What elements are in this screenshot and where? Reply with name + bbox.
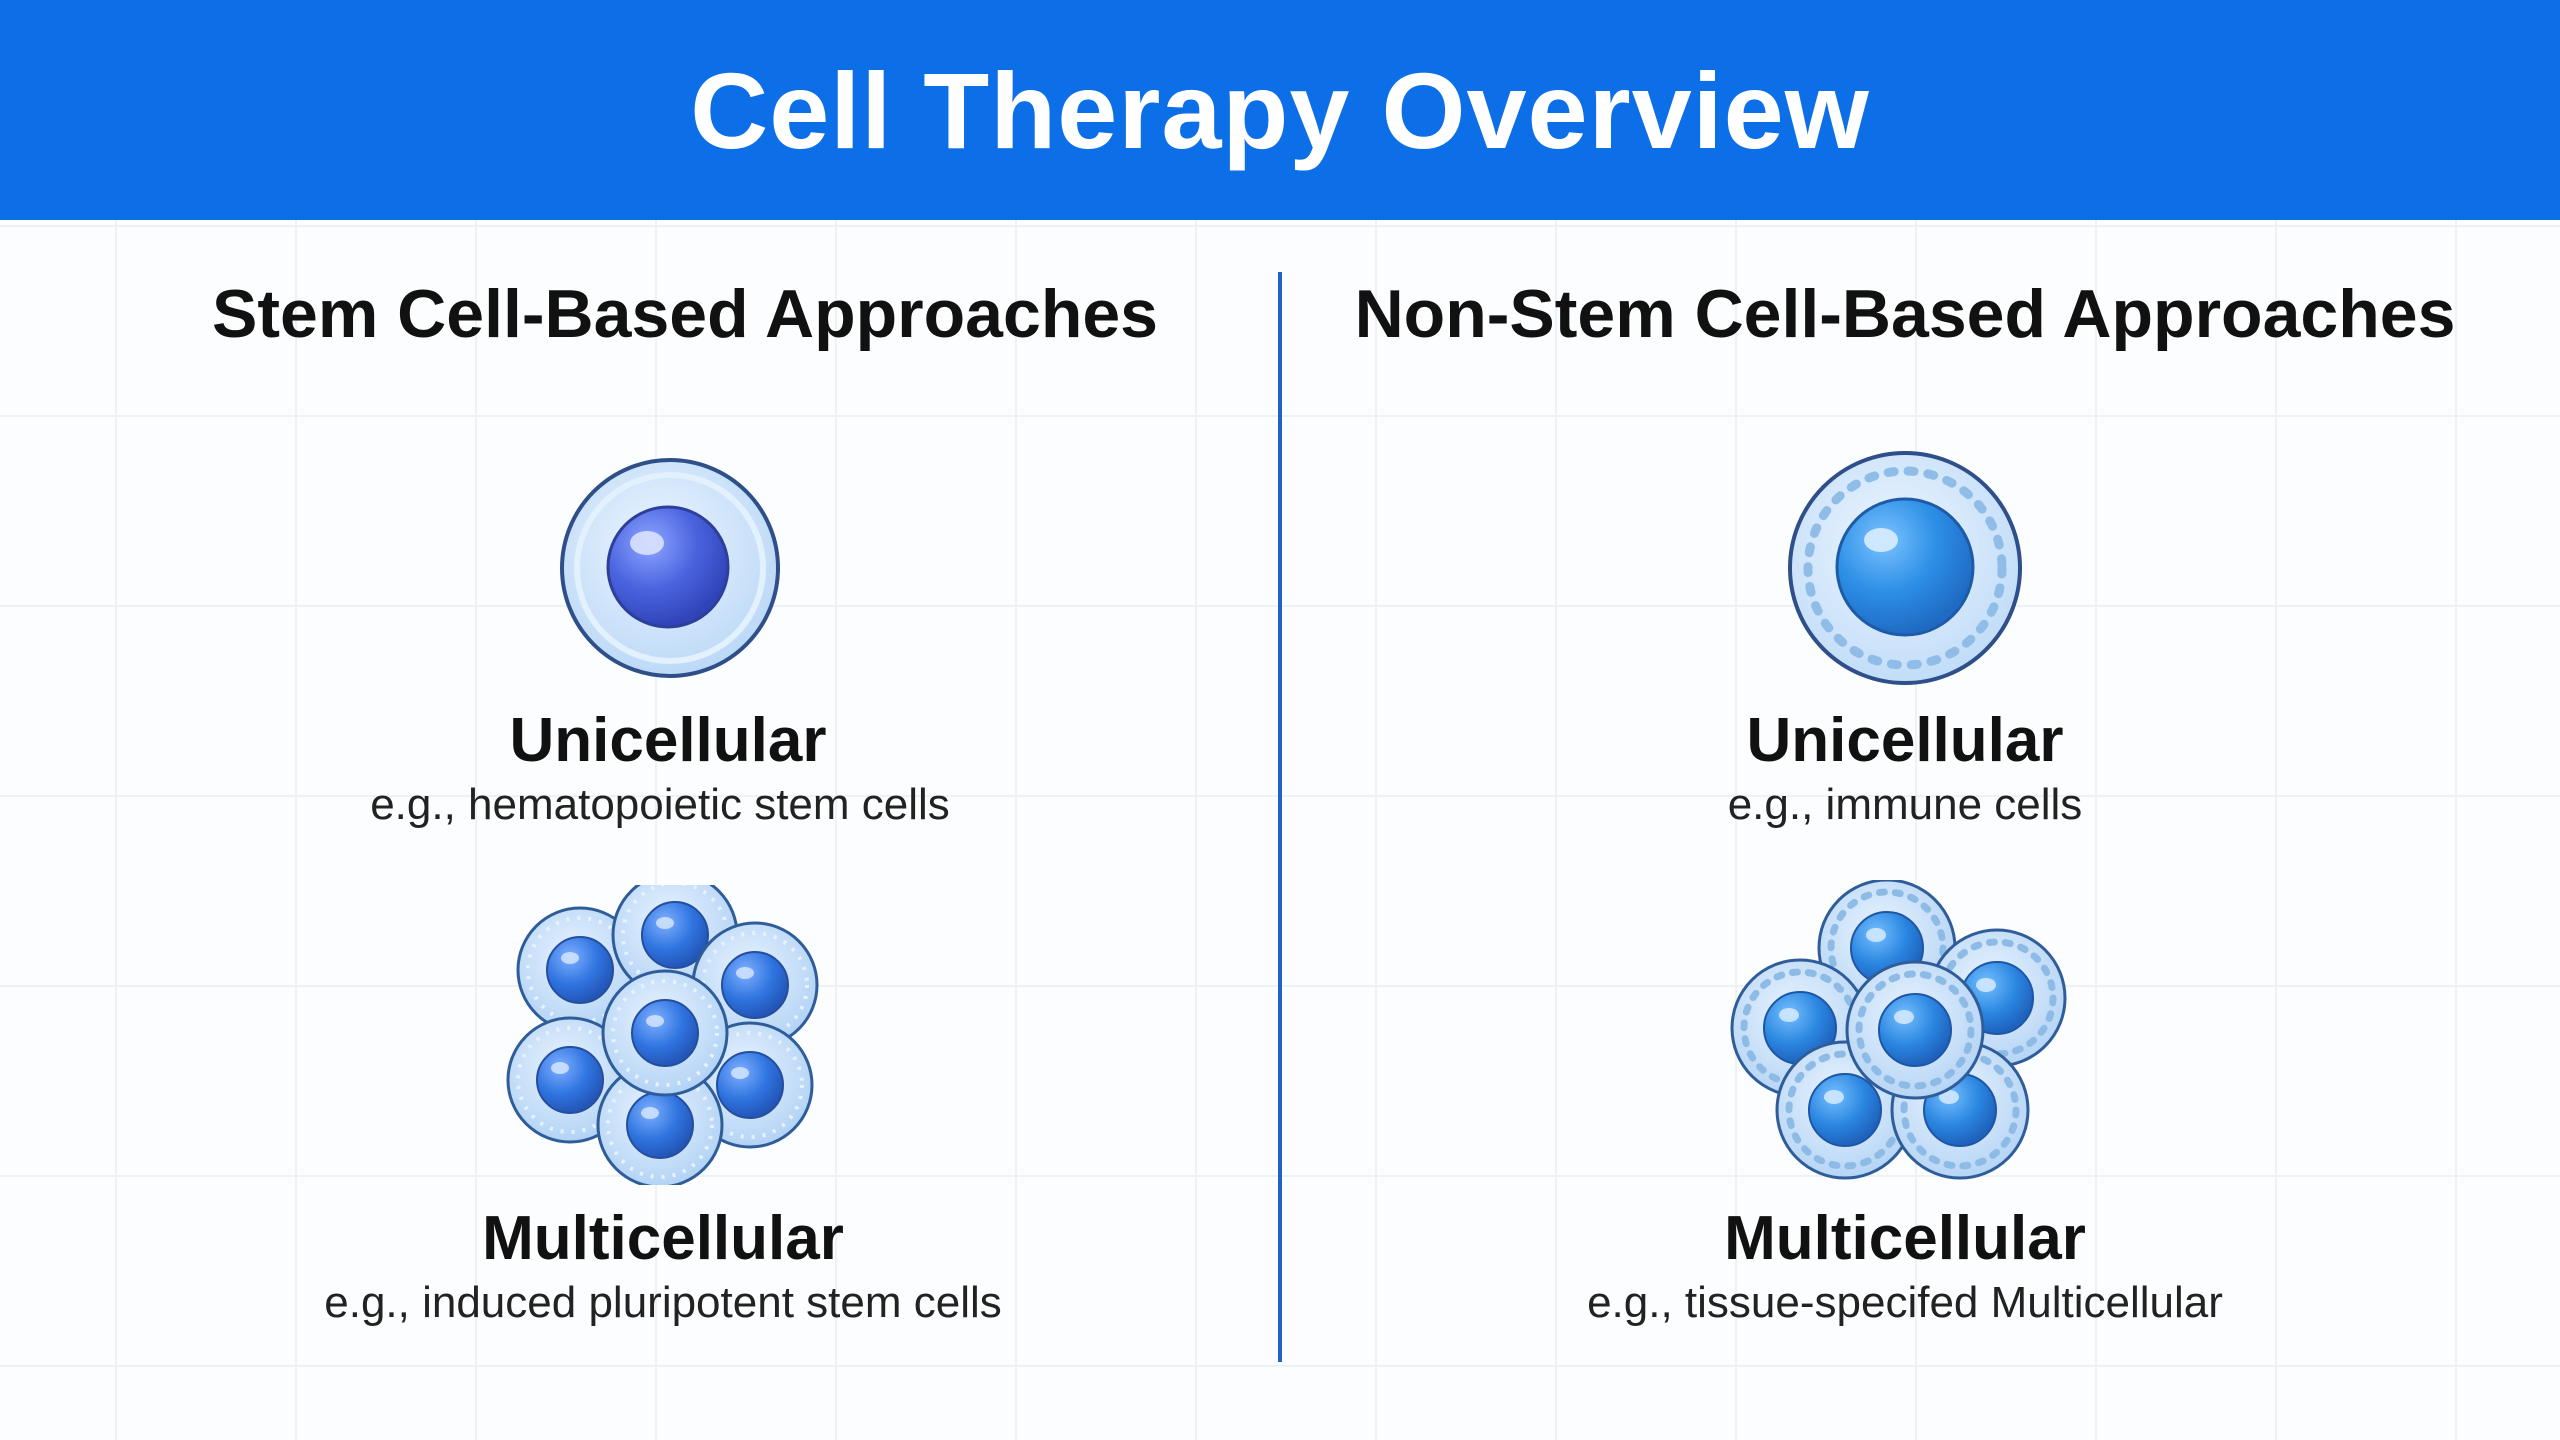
non-stem-unicellular-cell-icon xyxy=(1788,451,2022,685)
stem-multicellular-cluster-icon xyxy=(506,885,819,1185)
page-title: Cell Therapy Overview xyxy=(690,49,1870,171)
non-stem-unicellular-title: Unicellular xyxy=(1746,706,2064,775)
stem-unicellular-example: e.g., hematopoietic stem cells xyxy=(370,780,950,829)
non-stem-unicellular-example: e.g., immune cells xyxy=(1727,780,2083,829)
header-banner: Cell Therapy Overview xyxy=(0,0,2560,220)
column-title-non-stem: Non-Stem Cell-Based Approaches xyxy=(1354,276,2456,352)
stem-multicellular-example: e.g., induced pluripotent stem cells xyxy=(324,1278,1002,1327)
column-divider xyxy=(1278,272,1282,1362)
stem-unicellular-cell-icon xyxy=(560,458,780,678)
column-title-stem: Stem Cell-Based Approaches xyxy=(212,276,1158,352)
non-stem-multicellular-example: e.g., tissue-specifed Multicellular xyxy=(1587,1278,2223,1327)
stem-multicellular-title: Multicellular xyxy=(482,1204,844,1273)
stem-unicellular-title: Unicellular xyxy=(509,706,827,775)
non-stem-multicellular-title: Multicellular xyxy=(1724,1204,2086,1273)
non-stem-multicellular-cluster-icon xyxy=(1725,880,2080,1185)
